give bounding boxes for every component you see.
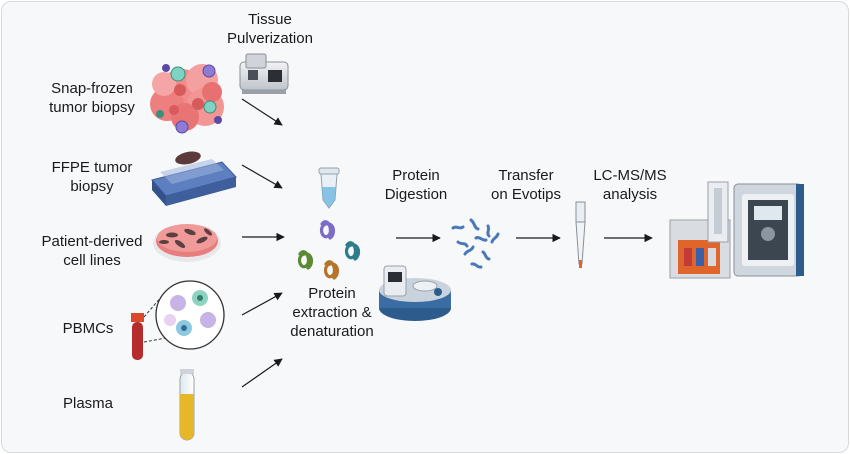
- step-label-analysis: LC-MS/MS analysis: [593, 166, 666, 204]
- label-line: tumor biopsy: [49, 99, 135, 116]
- label-line: denaturation: [290, 323, 374, 340]
- step-label-protein-digestion: Protein Digestion: [385, 166, 448, 204]
- label-line: analysis: [602, 186, 658, 203]
- label-line: Transfer: [498, 167, 554, 184]
- plasma-tube-icon: [179, 369, 195, 441]
- step-label-extraction: Protein extraction & denaturation: [290, 284, 373, 341]
- label-line: Plasma: [62, 395, 114, 412]
- label-line: Protein: [308, 285, 356, 302]
- mass-spectrometer-icon: [733, 183, 804, 277]
- label-line: on Evotips: [490, 186, 562, 203]
- pbmc-magnifier-icon: [143, 280, 225, 350]
- label-line: Patient-derived: [41, 233, 143, 250]
- sample-label-snap-frozen: Snap-frozen tumor biopsy: [49, 79, 135, 117]
- ffpe-block-icon: [151, 151, 237, 206]
- lc-system-icon: [669, 181, 731, 279]
- label-line: LC-MS/MS: [593, 167, 667, 184]
- tumor-biopsy-icon: [150, 64, 224, 134]
- sample-label-cell-lines: Patient-derived cell lines: [42, 232, 143, 270]
- peptides-icon: [451, 218, 500, 269]
- evotip-icon: [575, 201, 586, 268]
- blood-tube-icon: [131, 313, 144, 360]
- petri-dish-icon: [153, 224, 221, 262]
- pulverizer-icon: [239, 53, 289, 94]
- label-line: extraction &: [292, 304, 372, 321]
- microtube-icon: [318, 167, 340, 209]
- sample-label-pbmcs: PBMCs: [63, 319, 114, 338]
- label-line: Pulverization: [227, 30, 313, 47]
- label-line: cell lines: [63, 252, 121, 269]
- arrow-pbmc-to-extraction: [241, 292, 283, 316]
- arrow-plasma-to-extraction: [241, 358, 283, 388]
- sample-label-plasma: Plasma: [63, 394, 113, 413]
- arrow-snap-to-extraction: [241, 98, 283, 126]
- label-line: biopsy: [70, 178, 114, 195]
- autosampler-icon: [379, 265, 451, 321]
- protein-coils-icon: [297, 220, 361, 280]
- label-line: PBMCs: [62, 320, 114, 337]
- step-label-tissue-pulverization: Tissue Pulverization: [227, 10, 313, 48]
- label-line: Digestion: [384, 186, 448, 203]
- label-line: FFPE tumor: [51, 159, 133, 176]
- arrow-ffpe-to-extraction: [241, 164, 283, 189]
- label-line: Protein: [392, 167, 440, 184]
- step-label-transfer: Transfer on Evotips: [491, 166, 561, 204]
- label-line: Snap-frozen: [51, 80, 133, 97]
- sample-label-ffpe: FFPE tumor biopsy: [52, 158, 133, 196]
- label-line: Tissue: [248, 11, 292, 28]
